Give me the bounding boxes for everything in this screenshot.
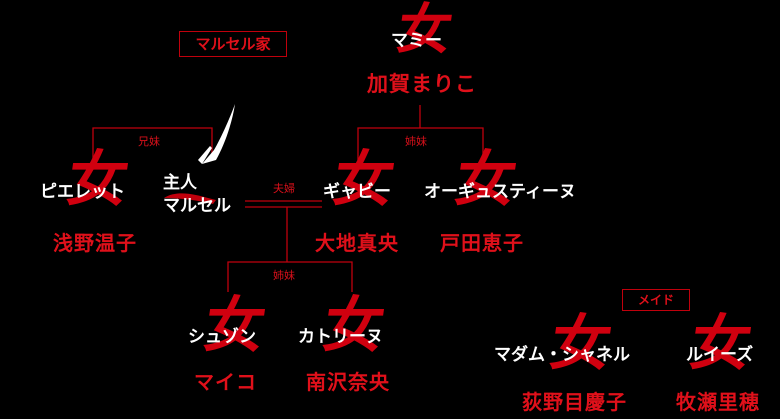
role-pierrette: ピエレット bbox=[40, 182, 125, 202]
relation-sisters-bottom-label: 姉妹 bbox=[273, 269, 295, 282]
relation-couple-label: 夫婦 bbox=[273, 182, 295, 195]
knife-icon bbox=[164, 104, 235, 204]
role-marcel-title: 主人 bbox=[163, 173, 197, 193]
role-chanel: マダム・シャネル bbox=[494, 345, 630, 365]
actor-gaby: 大地真央 bbox=[315, 231, 399, 255]
sisters-bottom-bracket-line bbox=[227, 261, 353, 292]
sisters-top-bracket-line bbox=[357, 127, 484, 160]
actor-catherine: 南沢奈央 bbox=[306, 370, 390, 394]
actor-suzon: マイコ bbox=[194, 370, 257, 394]
actor-mamy: 加賀まりこ bbox=[367, 71, 477, 96]
family-label: マルセル家 bbox=[195, 35, 271, 53]
actor-pierrette: 浅野温子 bbox=[53, 231, 137, 255]
woman-kanji-glyph-chanel: 女 bbox=[546, 309, 616, 379]
actor-chanel: 荻野目慶子 bbox=[522, 390, 627, 414]
maid-label: メイド bbox=[637, 293, 674, 307]
actor-louise: 牧瀬里穂 bbox=[676, 390, 760, 414]
role-mamy: マミー bbox=[391, 31, 442, 51]
role-louise: ルイーズ bbox=[686, 345, 754, 365]
relation-sisters-top-label: 姉妹 bbox=[405, 135, 427, 148]
maid-label-box: メイド bbox=[622, 289, 690, 311]
relation-siblings-label: 兄妹 bbox=[138, 135, 160, 148]
actor-augustine: 戸田恵子 bbox=[440, 231, 524, 255]
role-augustine: オーギュスティーヌ bbox=[424, 182, 576, 202]
family-label-box: マルセル家 bbox=[179, 31, 287, 57]
role-suzon: シュゾン bbox=[188, 327, 256, 347]
role-catherine: カトリーヌ bbox=[298, 327, 383, 347]
woman-kanji-glyph-suzon: 女 bbox=[200, 291, 270, 361]
siblings-bracket-line bbox=[92, 127, 213, 160]
woman-kanji-glyph-louise: 女 bbox=[686, 309, 756, 379]
role-marcel-name: マルセル bbox=[163, 196, 231, 216]
role-gaby: ギャビー bbox=[323, 182, 391, 202]
woman-kanji-glyph-catherine: 女 bbox=[319, 291, 389, 361]
